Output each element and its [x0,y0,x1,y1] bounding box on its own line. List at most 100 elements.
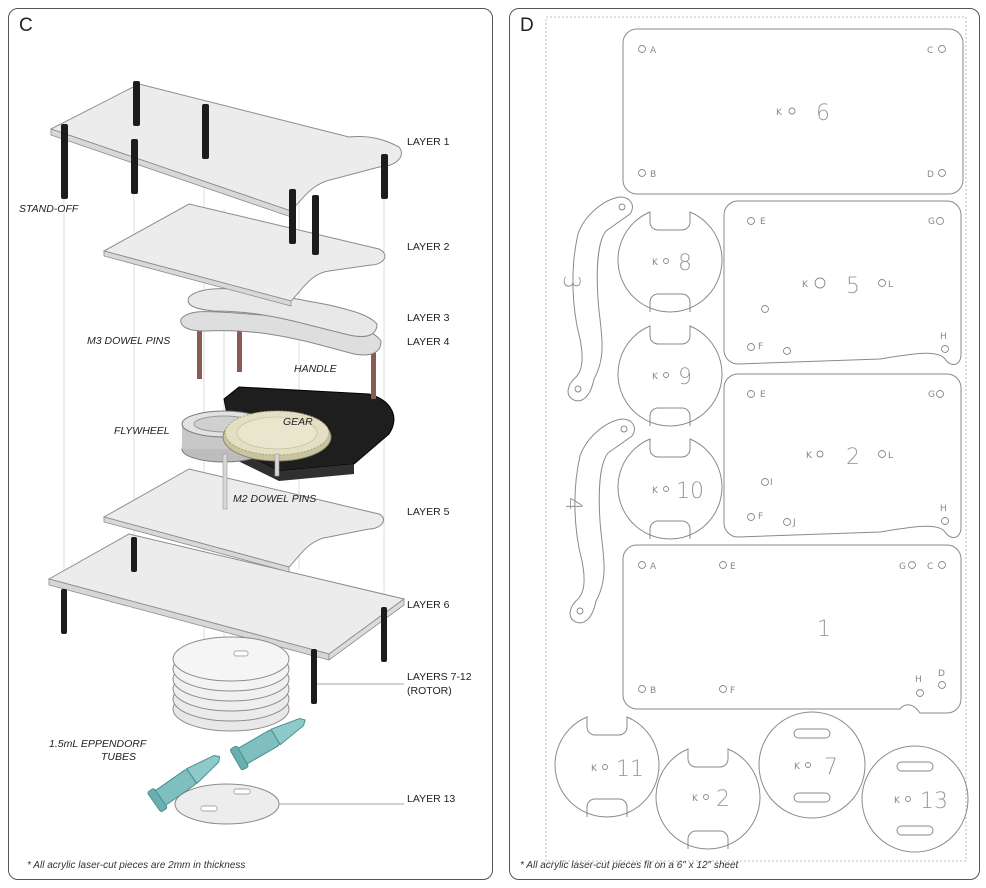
cut-outline [567,196,633,402]
cut-outline [649,407,691,426]
hole-key-label: H [940,504,947,514]
cut-hole [574,385,582,393]
hole-key-label: C [927,562,933,572]
label-layer-2: LAYER 2 [407,241,450,253]
hole-key-label: K [692,794,699,804]
cut-outline [554,716,660,818]
panel-c-footnote: * All acrylic laser-cut pieces are 2mm i… [27,860,246,871]
piece-number-label: 9 [678,365,692,390]
cut-outline [723,200,962,365]
cut-hole [747,343,755,351]
piece-3-arm: 3 [558,196,633,402]
piece-6: A B C D K 6 [622,28,964,195]
label-gear: GEAR [283,416,313,428]
piece-number-label: 2 [846,445,860,470]
cut-hole [747,390,755,398]
layer-5-plate [102,468,384,573]
cut-hole [941,517,949,525]
cut-outline [622,544,962,714]
cut-hole [663,372,669,378]
hole-key-label: F [730,686,735,696]
cut-hole [805,762,811,768]
cut-outline [649,293,691,312]
piece-number-label: 7 [824,755,838,780]
cut-hole [761,305,769,313]
panel-d-cut-layout: D A B C D K 6 3 K 8 [509,8,980,880]
hole-key-label: K [776,108,783,118]
piece-2-plate: E G F H I J K L 2 [723,373,962,538]
label-eppendorf-2: TUBES [101,751,136,763]
cut-outline [896,825,934,836]
cut-outline [758,711,866,819]
label-m3-dowel-pins: M3 DOWEL PINS [87,335,170,347]
cut-hole [747,217,755,225]
layer-1-standoffs [61,81,388,255]
hole-key-label: A [650,46,657,56]
piece-11-disc: K 11 [554,716,660,818]
cut-outline [793,728,831,739]
hole-key-label: D [938,669,945,679]
piece-8-disc: K 8 [617,211,723,313]
hole-key-label: K [652,486,659,496]
cut-hole [938,561,946,569]
label-layers-7-12: LAYERS 7-12 [407,671,472,683]
label-layer-3: LAYER 3 [407,312,450,324]
cut-outline [723,373,962,538]
hole-key-label: K [652,258,659,268]
cut-hole [916,689,924,697]
piece-13-disc: K 13 [861,745,969,853]
cut-hole [576,607,584,615]
label-layer-4: LAYER 4 [407,336,450,348]
piece-number-label: 10 [676,479,704,504]
piece-number-label: 2 [716,787,730,812]
cut-outline [617,438,723,540]
cut-outline [617,211,723,313]
cut-outline [586,798,628,817]
cut-outline [655,748,761,850]
piece-2-disc: K 2 [655,748,761,850]
hole-key-label: J [792,518,796,528]
piece-4-arm: 4 [560,418,635,624]
hole-key-label: D [927,170,934,180]
piece-number-label: 11 [616,757,644,782]
cut-hole [941,345,949,353]
label-layer-6: LAYER 6 [407,599,450,611]
layer-13-disc [174,783,280,825]
label-m2-dowel-pins: M2 DOWEL PINS [233,493,316,505]
m3-dowel-pins [197,314,376,399]
panel-d-letter: D [520,15,534,36]
gear-part [222,410,332,462]
cut-hole [747,513,755,521]
piece-5-plate: E G F H K L 5 [723,200,962,365]
layer-1-plate [49,83,402,218]
hole-key-label: K [894,796,901,806]
hole-key-label: B [650,170,656,180]
hole-key-label: I [770,478,773,488]
hole-key-label: H [940,332,947,342]
cut-hole [761,478,769,486]
piece-9-disc: K 9 [617,325,723,427]
hole-key-label: C [927,46,933,56]
piece-number-label: 5 [846,274,860,299]
cut-hole [938,681,946,689]
hole-key-label: K [591,764,598,774]
piece-1-plate: A E G C B F H D 1 [622,544,962,714]
cut-outline [617,325,723,427]
hole-key-label: L [888,451,893,461]
cut-hole [788,107,796,115]
cut-hole [703,794,709,800]
cut-hole [638,561,646,569]
cut-hole [638,685,646,693]
piece-number-label: 6 [816,101,830,126]
hole-key-label: K [794,762,801,772]
cut-hole [878,279,886,287]
cut-hole [663,486,669,492]
cut-hole [938,169,946,177]
layer-6-standoffs [61,537,387,704]
hole-key-label: F [758,342,763,352]
leader-lines [279,683,404,805]
hole-key-label: G [928,390,935,400]
m2-dowel-pins [222,453,280,510]
piece-number-label: 3 [558,275,583,289]
cut-outline [896,761,934,772]
